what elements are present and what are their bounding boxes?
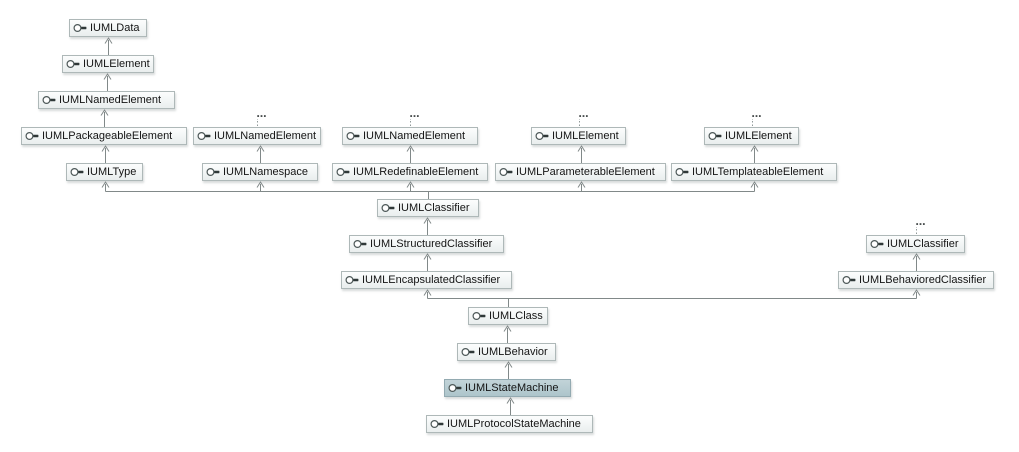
inheritance-arrowhead-icon xyxy=(912,289,921,296)
interface-lollipop-icon xyxy=(70,167,84,177)
node-iumlelement-3[interactable]: IUMLElement xyxy=(704,127,799,145)
inheritance-arrowhead-icon xyxy=(504,361,513,368)
node-iumlbehavioredclassifier[interactable]: IUMLBehavioredClassifier xyxy=(838,271,994,289)
node-iumldata[interactable]: IUMLData xyxy=(69,19,147,37)
inheritance-arrowhead-icon xyxy=(104,37,113,44)
interface-lollipop-icon xyxy=(499,167,513,177)
interface-lollipop-icon xyxy=(73,23,87,33)
node-iumlnamedelement-3[interactable]: IUMLNamedElement xyxy=(342,127,478,145)
node-iumlclassifier-2[interactable]: IUMLClassifier xyxy=(866,235,965,253)
node-label: IUMLClassifier xyxy=(398,202,470,214)
inheritance-arrowhead-icon xyxy=(406,181,415,188)
interface-lollipop-icon xyxy=(535,131,549,141)
inheritance-arrowhead-icon xyxy=(100,109,109,116)
inheritance-arrowhead-icon xyxy=(912,253,921,260)
interface-lollipop-icon xyxy=(346,131,360,141)
interface-lollipop-icon xyxy=(336,167,350,177)
node-iumlparameterableelement[interactable]: IUMLParameterableElement xyxy=(495,163,666,181)
more-ancestors-ellipsis[interactable]: … xyxy=(257,109,267,120)
node-label: IUMLStateMachine xyxy=(465,382,559,394)
interface-lollipop-icon xyxy=(461,347,475,357)
node-iumltype[interactable]: IUMLType xyxy=(66,163,143,181)
node-iumlstructuredclassifier[interactable]: IUMLStructuredClassifier xyxy=(349,235,504,253)
more-ancestors-ellipsis[interactable]: … xyxy=(579,109,589,120)
node-label: IUMLBehavioredClassifier xyxy=(859,274,987,286)
node-label: IUMLClassifier xyxy=(887,238,959,250)
node-label: IUMLClass xyxy=(489,310,543,322)
inheritance-arrowhead-icon xyxy=(256,181,265,188)
node-label: IUMLNamespace xyxy=(223,166,308,178)
node-iumlelement-2[interactable]: IUMLElement xyxy=(531,127,626,145)
inheritance-arrowhead-icon xyxy=(406,145,415,152)
inheritance-arrowhead-icon xyxy=(503,325,512,332)
node-label: IUMLNamedElement xyxy=(214,130,317,142)
interface-lollipop-icon xyxy=(675,167,689,177)
node-iumlstatemachine[interactable]: IUMLStateMachine xyxy=(444,379,571,397)
inheritance-arrowhead-icon xyxy=(423,253,432,260)
inheritance-arrowhead-icon xyxy=(101,181,110,188)
interface-lollipop-icon xyxy=(42,95,56,105)
more-ancestors-ellipsis[interactable]: … xyxy=(916,217,926,228)
more-ancestors-ellipsis[interactable]: … xyxy=(752,109,762,120)
inheritance-arrowhead-icon xyxy=(256,145,265,152)
inheritance-arrowhead-icon xyxy=(103,73,112,80)
node-label: IUMLBehavior xyxy=(478,346,548,358)
inheritance-arrowhead-icon xyxy=(750,181,759,188)
node-iumlbehavior[interactable]: IUMLBehavior xyxy=(457,343,556,361)
interface-lollipop-icon xyxy=(25,131,39,141)
node-label: IUMLElement xyxy=(552,130,619,142)
interface-lollipop-icon xyxy=(842,275,856,285)
interface-lollipop-icon xyxy=(708,131,722,141)
node-iumlnamespace[interactable]: IUMLNamespace xyxy=(202,163,318,181)
node-label: IUMLNamedElement xyxy=(59,94,162,106)
node-label: IUMLElement xyxy=(83,58,150,70)
interface-lollipop-icon xyxy=(472,311,486,321)
interface-lollipop-icon xyxy=(381,203,395,213)
inheritance-arrowhead-icon xyxy=(577,181,586,188)
interface-lollipop-icon xyxy=(66,59,80,69)
node-label: IUMLStructuredClassifier xyxy=(370,238,493,250)
inheritance-arrowhead-icon xyxy=(750,145,759,152)
node-label: IUMLElement xyxy=(725,130,792,142)
inheritance-arrowhead-icon xyxy=(101,145,110,152)
node-label: IUMLRedefinableElement xyxy=(353,166,479,178)
inheritance-arrowhead-icon xyxy=(577,145,586,152)
node-iumlencapsulatedclassifier[interactable]: IUMLEncapsulatedClassifier xyxy=(341,271,512,289)
node-label: IUMLNamedElement xyxy=(363,130,466,142)
node-iumlnamedelement[interactable]: IUMLNamedElement xyxy=(38,91,175,109)
interface-lollipop-icon xyxy=(345,275,359,285)
more-ancestors-ellipsis[interactable]: … xyxy=(410,109,420,120)
inheritance-arrowhead-icon xyxy=(423,217,432,224)
inheritance-arrowhead-icon xyxy=(423,289,432,296)
interface-lollipop-icon xyxy=(430,419,444,429)
interface-lollipop-icon xyxy=(448,383,462,393)
node-iumlredefinableelement[interactable]: IUMLRedefinableElement xyxy=(332,163,488,181)
node-iumlprotocolstatemachine[interactable]: IUMLProtocolStateMachine xyxy=(426,415,593,433)
node-iumlclass[interactable]: IUMLClass xyxy=(468,307,548,325)
node-label: IUMLType xyxy=(87,166,137,178)
inheritance-arrowhead-icon xyxy=(506,397,515,404)
interface-lollipop-icon xyxy=(353,239,367,249)
interface-lollipop-icon xyxy=(870,239,884,249)
node-iumlelement[interactable]: IUMLElement xyxy=(62,55,154,73)
node-iumlpackageableelement[interactable]: IUMLPackageableElement xyxy=(21,127,187,145)
node-label: IUMLPackageableElement xyxy=(42,130,173,142)
interface-lollipop-icon xyxy=(197,131,211,141)
node-iumltemplateableelement[interactable]: IUMLTemplateableElement xyxy=(671,163,837,181)
node-iumlclassifier[interactable]: IUMLClassifier xyxy=(377,199,479,217)
node-label: IUMLProtocolStateMachine xyxy=(447,418,581,430)
node-iumlnamedelement-2[interactable]: IUMLNamedElement xyxy=(193,127,321,145)
node-label: IUMLData xyxy=(90,22,140,34)
node-label: IUMLParameterableElement xyxy=(516,166,655,178)
interface-lollipop-icon xyxy=(206,167,220,177)
node-label: IUMLEncapsulatedClassifier xyxy=(362,274,501,286)
node-label: IUMLTemplateableElement xyxy=(692,166,824,178)
